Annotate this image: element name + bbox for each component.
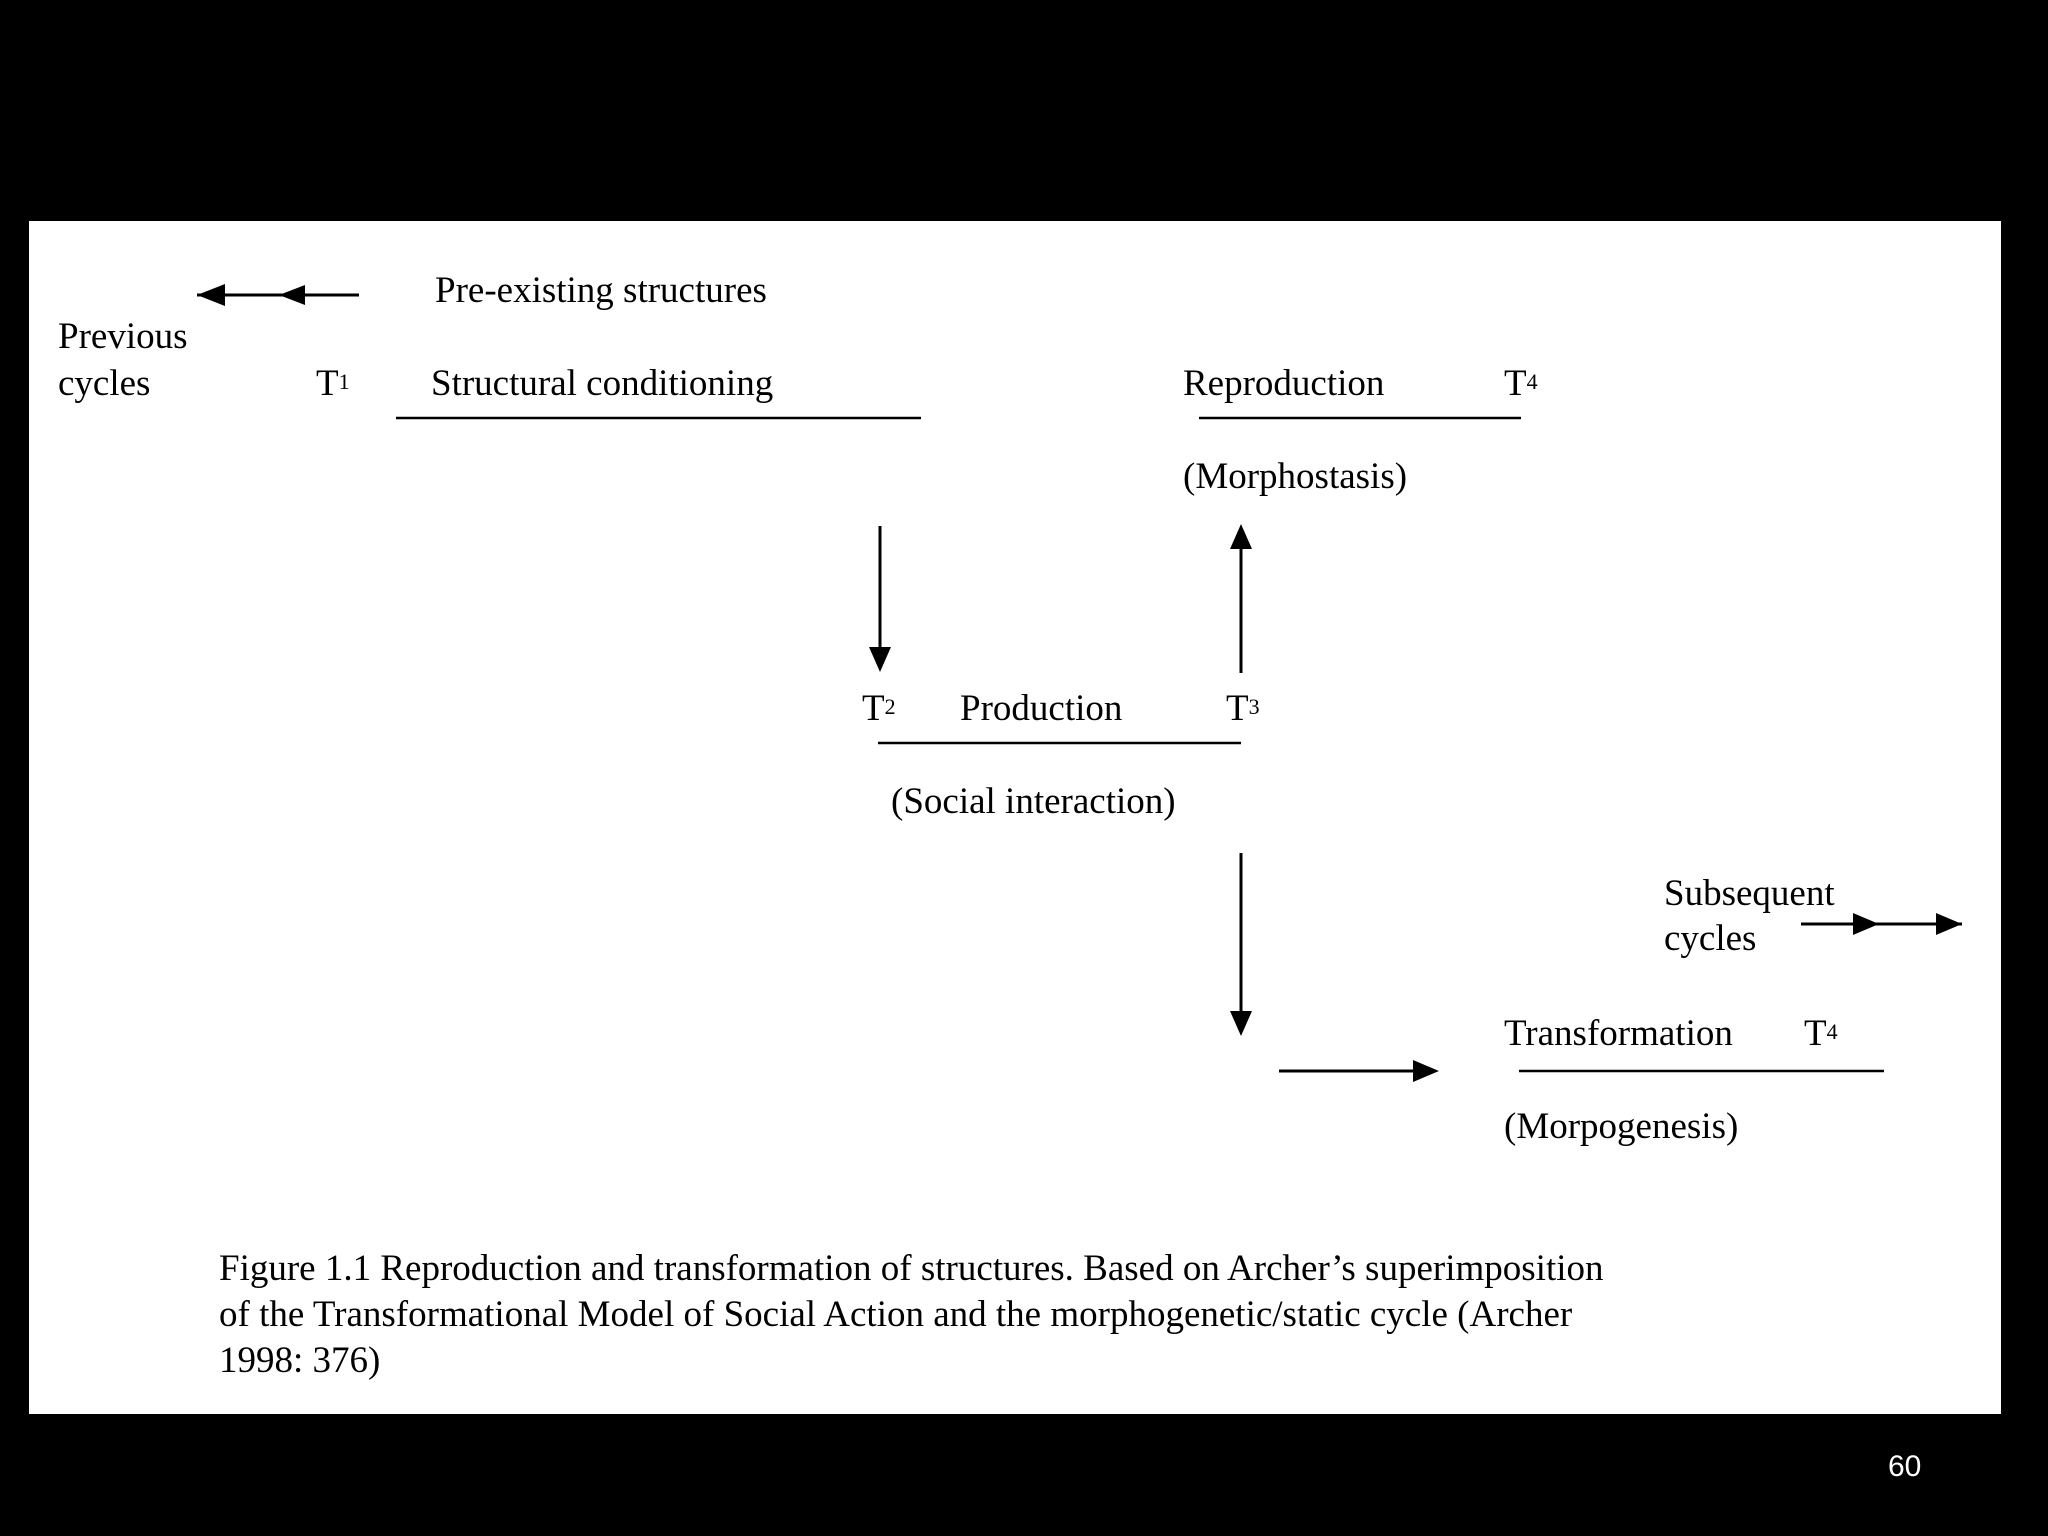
transformation-label: Transformation	[1504, 1013, 1733, 1054]
t3-label: T3	[1226, 688, 1260, 729]
previous-cycles-arrow	[197, 284, 359, 306]
production-label: Production	[960, 688, 1123, 729]
diagram-connectors	[197, 284, 1962, 1082]
slide-number: 60	[1888, 1450, 1922, 1483]
subsequent-label-line1: Subsequent	[1664, 873, 1835, 914]
subsequent-label-line2: cycles	[1664, 918, 1757, 959]
t2-label: T2	[862, 688, 896, 729]
reproduction-up-arrow	[1230, 524, 1252, 673]
pre-existing-label: Pre-existing structures	[435, 270, 767, 311]
morphostasis-label: (Morphostasis)	[1183, 456, 1408, 497]
transformation-down-arrow	[1230, 853, 1252, 1036]
conditioning-down-arrow	[869, 526, 891, 672]
reproduction-label: Reproduction	[1183, 363, 1385, 404]
morpogenesis-label: (Morpogenesis)	[1504, 1106, 1739, 1147]
figure-caption: Figure 1.1 Reproduction and transformati…	[219, 1248, 1604, 1381]
t4-bottom-label: T4	[1804, 1013, 1838, 1054]
subsequent-cycles-arrow	[1801, 913, 1962, 935]
previous-label-line1: Previous	[58, 316, 188, 357]
t1-label: T1	[316, 363, 350, 404]
t4-top-label: T4	[1504, 363, 1538, 404]
structural-conditioning-label: Structural conditioning	[431, 363, 774, 404]
social-interaction-label: (Social interaction)	[891, 781, 1176, 822]
transformation-right-arrow	[1279, 1060, 1439, 1082]
figure-panel: Pre-existing structures Previous cycles …	[29, 221, 2001, 1414]
previous-label-line2: cycles	[58, 363, 151, 404]
